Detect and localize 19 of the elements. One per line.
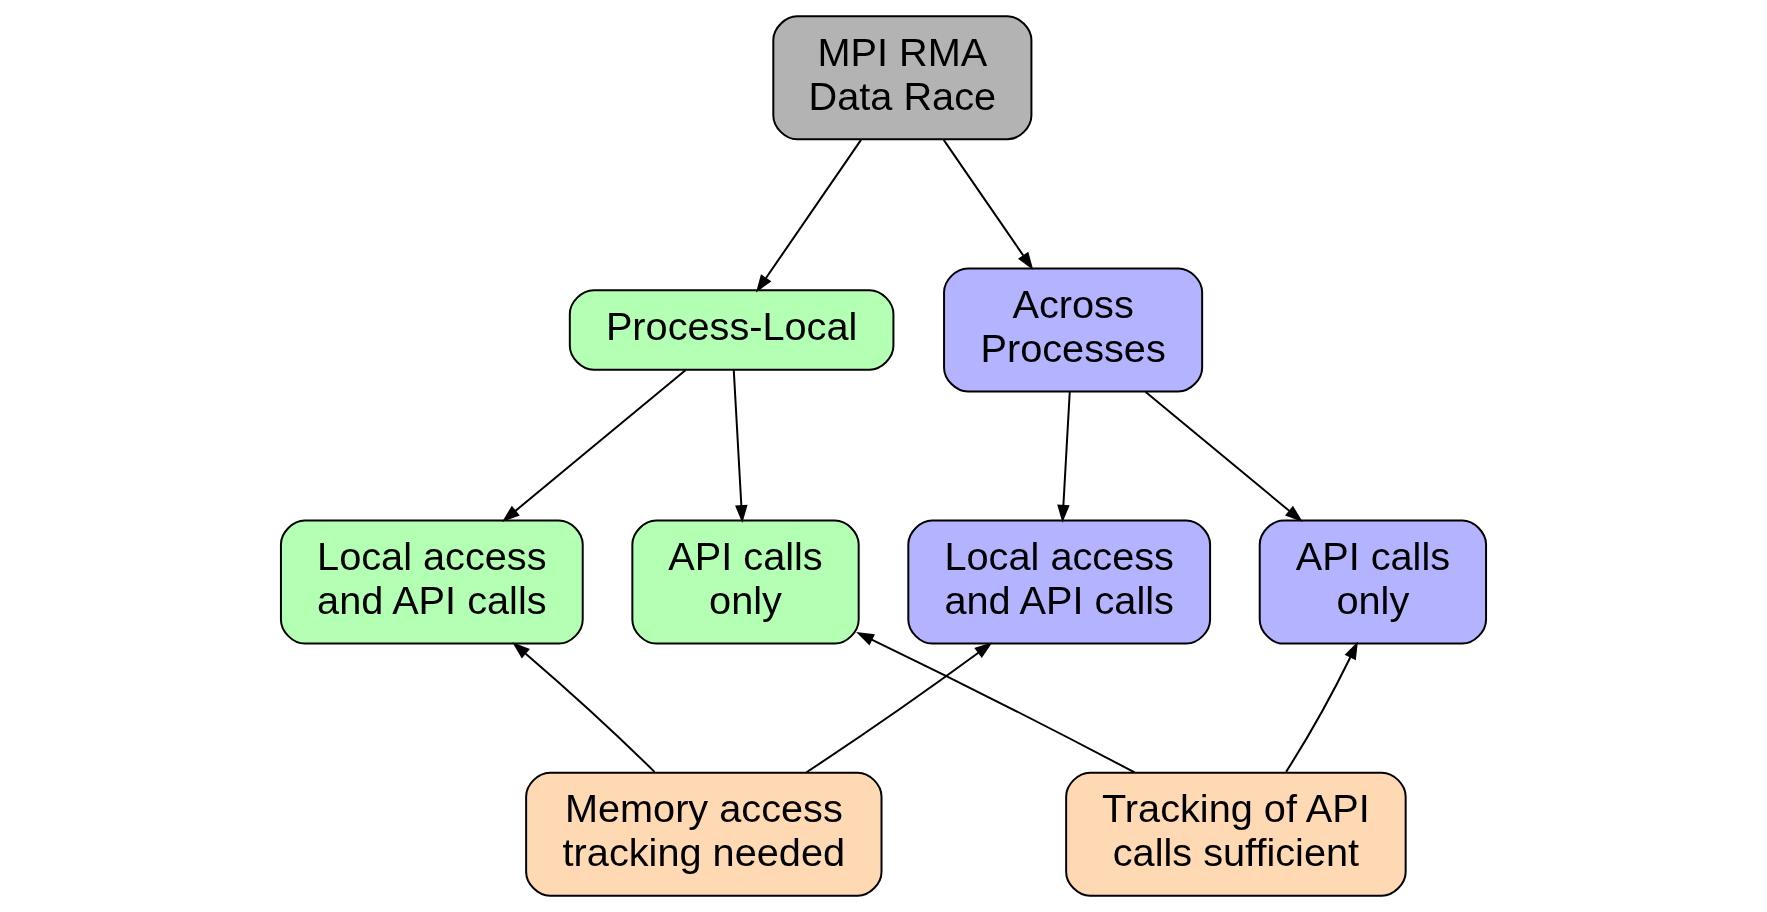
node-box: Across Processes [943, 267, 1204, 393]
node-box: Process-Local [568, 289, 895, 371]
arrow [1057, 391, 1071, 523]
node-box: API calls only [631, 519, 860, 645]
node-box: API calls only [1258, 519, 1488, 645]
node-box: Local access and API calls [279, 519, 584, 645]
node-box: Tracking of API calls sufficient [1065, 771, 1407, 897]
node-box: MPI RMA Data Race [772, 15, 1033, 141]
arrow [1285, 641, 1358, 773]
arrow [805, 642, 993, 774]
arrow [1144, 391, 1303, 523]
arrow [732, 369, 748, 524]
arrow [512, 642, 656, 773]
arrow [502, 369, 687, 522]
arrow [856, 632, 1136, 774]
arrow [756, 138, 863, 293]
arrow [942, 138, 1034, 271]
node-box: Local access and API calls [907, 519, 1212, 645]
node-box: Memory access tracking needed [525, 771, 883, 897]
